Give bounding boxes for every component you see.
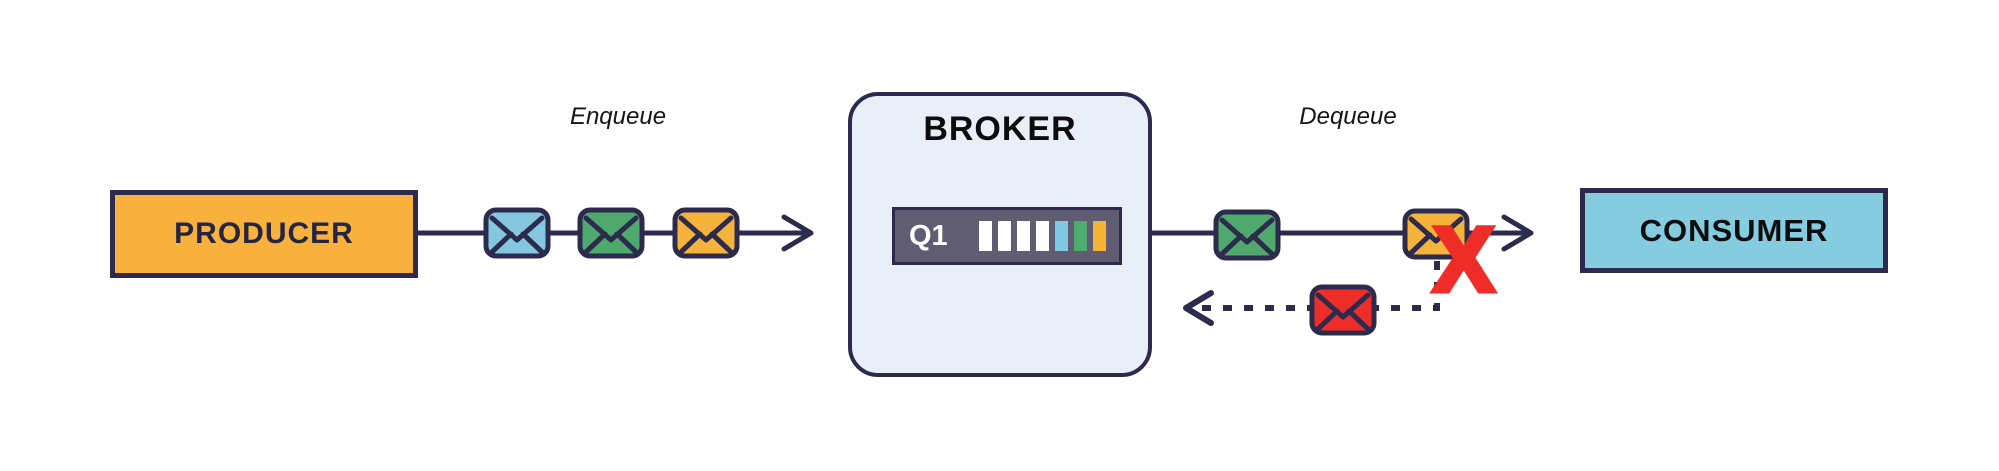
failure-x-icon: X: [1430, 209, 1496, 311]
consumer-label: CONSUMER: [1639, 212, 1829, 248]
message-envelope-icon: [672, 207, 740, 259]
queue-q1: Q1: [892, 207, 1122, 265]
queue-slot: [1054, 221, 1068, 251]
message-envelope-icon: [1402, 208, 1470, 260]
message-envelope-icon: [577, 207, 645, 259]
queue-slot: [1016, 221, 1030, 251]
producer-label: PRODUCER: [174, 217, 354, 250]
enqueue-label: Enqueue: [569, 103, 667, 130]
message-envelope-icon: [1213, 209, 1281, 261]
requeue-dashed-line: [1192, 261, 1440, 311]
queue-slot: [997, 221, 1011, 251]
enqueue-arrowhead-icon: [781, 214, 814, 252]
requeue-envelope-icon: [1309, 284, 1377, 336]
dequeue-label: Dequeue: [1299, 103, 1397, 130]
broker-label: BROKER: [923, 110, 1077, 148]
queue-slot: [978, 221, 992, 251]
producer-node: PRODUCER: [110, 190, 418, 278]
dequeue-arrowhead-icon: [1501, 214, 1534, 252]
queue-q1-label: Q1: [909, 219, 948, 252]
queue-slot: [1073, 221, 1087, 251]
broker-node: BROKER Q1: [848, 92, 1152, 377]
consumer-node: CONSUMER: [1580, 188, 1888, 273]
queue-slot: [1035, 221, 1049, 251]
queue-slots: [978, 221, 1106, 251]
queue-slot: [1092, 221, 1106, 251]
requeue-arrowhead-icon: [1183, 290, 1214, 326]
message-envelope-icon: [483, 207, 551, 259]
